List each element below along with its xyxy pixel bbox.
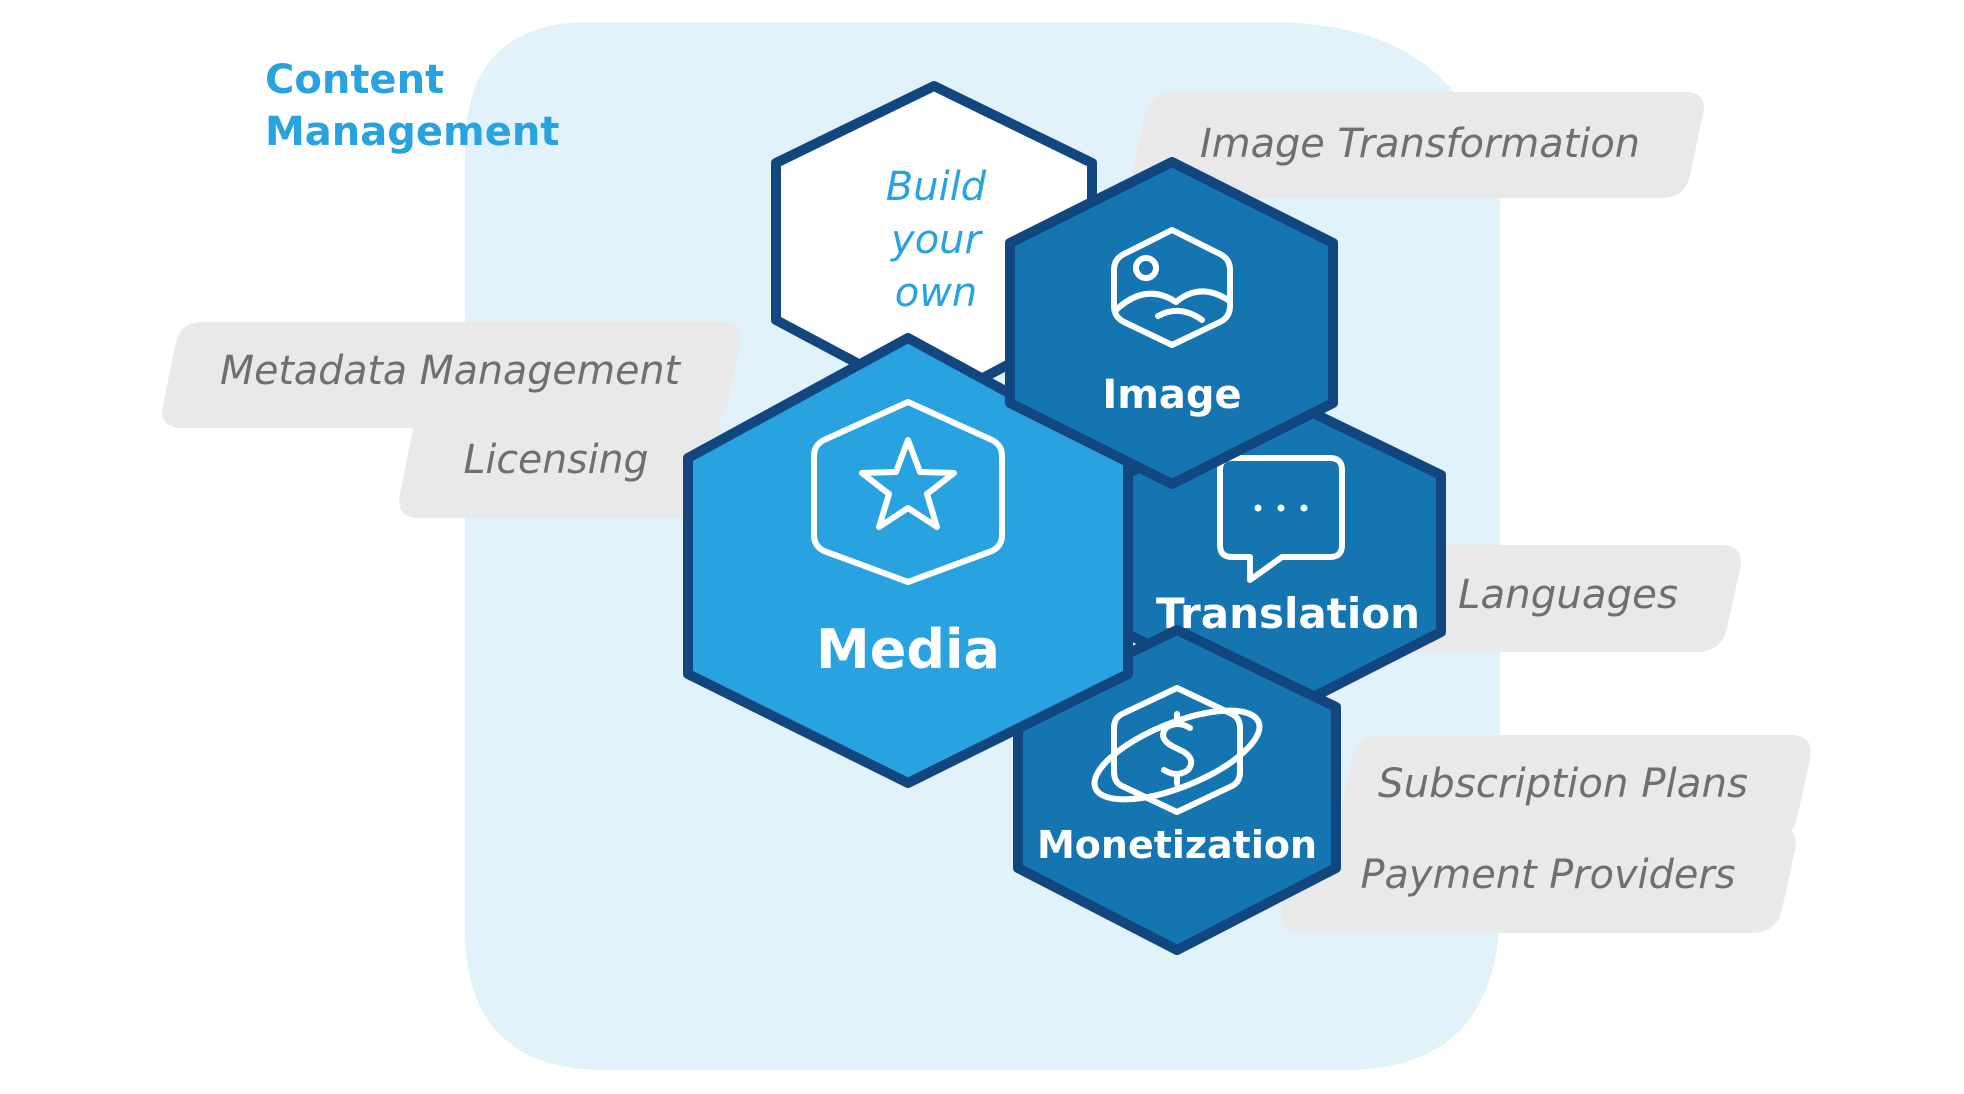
star-icon: [811, 399, 1005, 585]
tag-pill: [162, 322, 741, 428]
tag-label: Payment Providers: [1361, 852, 1736, 898]
tag-pill: [1389, 545, 1741, 652]
heading-line-1: Content: [265, 57, 444, 103]
image-icon: [1111, 227, 1233, 348]
hex-label: Image: [1102, 372, 1241, 418]
hex-text-line-3: own: [895, 270, 978, 316]
dollar-orbit-icon: [1091, 685, 1263, 815]
hex-label: Translation: [1156, 589, 1420, 638]
tag-subscription-plans: Subscription Plans: [1339, 735, 1811, 842]
hex-label: Media: [816, 618, 1000, 681]
tag-image-transformation: Image Transformation: [1131, 92, 1704, 198]
tag-languages: Languages: [1389, 545, 1741, 652]
tag-label: Licensing: [464, 437, 649, 483]
tag-label: Metadata Management: [220, 348, 681, 394]
tag-label: Languages: [1458, 572, 1678, 618]
hex-image: Image: [1005, 157, 1338, 489]
chat-bubble-icon: [1217, 455, 1345, 583]
tag-label: Image Transformation: [1200, 121, 1640, 167]
tag-payment-providers: Payment Providers: [1281, 826, 1796, 933]
hex-text-line-1: Build: [886, 164, 987, 210]
tag-label: Subscription Plans: [1378, 761, 1748, 807]
tag-metadata-management: Metadata Management: [162, 322, 741, 428]
hex-text-line-2: your: [890, 217, 983, 263]
tag-pill: [1281, 826, 1796, 933]
hex-shape: [1005, 157, 1338, 489]
tag-pill: [399, 410, 721, 518]
hex-label: Monetization: [1037, 823, 1317, 867]
tag-pill: [1131, 92, 1704, 198]
tag-licensing: Licensing: [399, 410, 721, 518]
heading-line-2: Management: [265, 109, 559, 155]
tag-pill: [1339, 735, 1811, 842]
